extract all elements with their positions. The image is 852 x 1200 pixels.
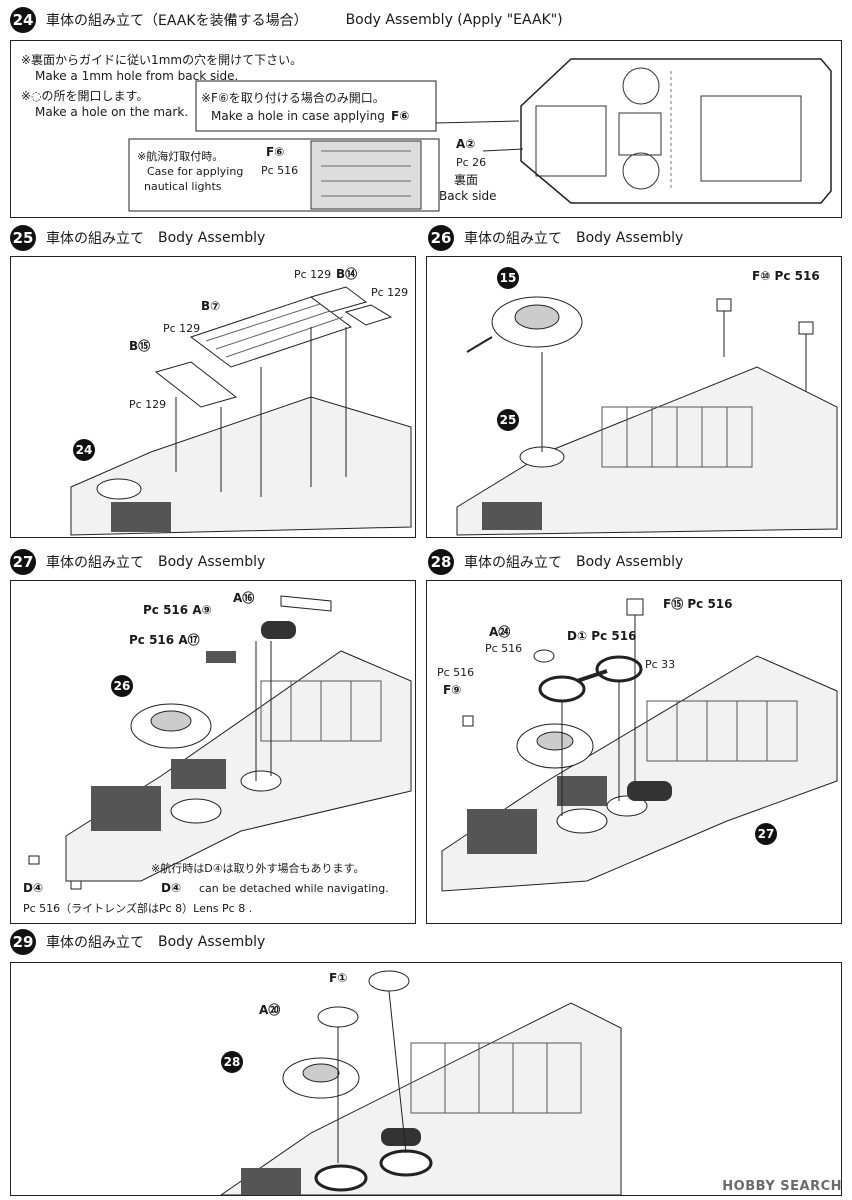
label-pc516-a17: Pc 516 A⑰ [129, 633, 200, 647]
ref-step-26: 26 [111, 675, 133, 697]
step-25-drawing [70, 286, 412, 536]
step-28-header: 28 車体の組み立て Body Assembly [428, 548, 683, 576]
step-29-drawing [220, 970, 622, 1195]
back-side-en: Back side [439, 189, 497, 203]
step-title-en: Body Assembly [576, 230, 684, 246]
step-title-en: Body Assembly [576, 554, 684, 570]
label-pc129-d: Pc 129 [129, 398, 167, 411]
ref-step-27: 27 [755, 823, 777, 845]
ref-step-25: 25 [497, 409, 519, 431]
step-title-jp: 車体の組み立て [46, 231, 144, 247]
note-1mm-jp: ※裏面からガイドに従い1mmの穴を開けて下さい。 [21, 53, 303, 67]
step-title-jp: 車体の組み立て [464, 231, 562, 247]
step-29-header: 29 車体の組み立て Body Assembly [10, 928, 265, 956]
step-title-jp: 車体の組み立て [464, 555, 562, 571]
step-27-header: 27 車体の組み立て Body Assembly [10, 548, 265, 576]
note-f6-en: Make a hole in case applying [211, 109, 385, 123]
part-f6-label: F⑥ [266, 145, 285, 159]
label-pc516-b: Pc 516 [437, 666, 475, 679]
label-pc129-b: Pc 129 [371, 286, 409, 299]
note-nautical-jp: ※航海灯取付時。 [137, 150, 224, 163]
note-mark-en: Make a hole on the mark. [35, 105, 189, 119]
step-27-panel: A⑯ Pc 516 A⑨ Pc 516 A⑰ 26 D④ ※航行時はD④は取り外… [10, 580, 416, 924]
step-title-en: Body Assembly (Apply "EAAK") [345, 12, 563, 28]
ref-step-28: 28 [221, 1051, 243, 1073]
step-title-jp: 車体の組み立て [46, 935, 144, 951]
label-b14: B⑭ [336, 267, 358, 281]
note-lens: Pc 516（ライトレンズ部はPc 8）Lens Pc 8 . [23, 902, 253, 915]
label-a24: A㉔ [489, 625, 511, 639]
step-number: 28 [428, 549, 454, 575]
step-title-jp: 車体の組み立て（EAAKを装備する場合） [46, 13, 308, 29]
note-d4-part: D④ [161, 881, 182, 895]
step-number: 25 [10, 225, 36, 251]
step-title-en: Body Assembly [158, 554, 266, 570]
note-d4-jp: ※航行時はD④は取り外す場合もあります。 [151, 862, 365, 875]
paint-26-label: Pc 26 [456, 156, 487, 169]
label-pc129-a: Pc 129 [294, 268, 332, 281]
paint-516-label: Pc 516 [261, 164, 299, 177]
note-f6-jp: ※F⑥を取り付ける場合のみ開口。 [201, 91, 385, 105]
step-24-drawing [128, 58, 832, 212]
step-27-drawing [28, 595, 412, 890]
note-d4-en: can be detached while navigating. [199, 882, 389, 895]
ref-step-15: 15 [497, 267, 519, 289]
note-nautical-en2: nautical lights [144, 180, 222, 193]
step-25-header: 25 車体の組み立て Body Assembly [10, 224, 265, 252]
label-f15-pc516: F⑮ Pc 516 [663, 597, 733, 611]
step-title-jp: 車体の組み立て [46, 555, 144, 571]
label-pc516-a9: Pc 516 A⑨ [143, 603, 212, 617]
step-25-panel: Pc 129 B⑭ Pc 129 B⑦ Pc 129 B⑮ Pc 129 24 [10, 256, 416, 538]
label-f10-pc516: F⑩ Pc 516 [752, 269, 820, 283]
label-pc129-c: Pc 129 [163, 322, 201, 335]
label-a16: A⑯ [233, 591, 255, 605]
step-28-drawing [441, 598, 838, 892]
step-title-en: Body Assembly [158, 230, 266, 246]
note-nautical-en1: Case for applying [147, 165, 244, 178]
watermark: HOBBY SEARCH [722, 1179, 842, 1194]
back-side-jp: 裏面 [454, 173, 479, 187]
step-number: 26 [428, 225, 454, 251]
step-28-panel: F⑮ Pc 516 A㉔ Pc 516 D① Pc 516 Pc 33 Pc 5… [426, 580, 842, 924]
note-1mm-en: Make a 1mm hole from back side. [35, 69, 239, 83]
label-f1: F① [329, 971, 348, 985]
step-26-header: 26 車体の組み立て Body Assembly [428, 224, 683, 252]
label-d1-pc516: D① Pc 516 [567, 629, 637, 643]
label-pc33: Pc 33 [645, 658, 676, 671]
step-number: 27 [10, 549, 36, 575]
label-d4: D④ [23, 881, 44, 895]
step-title-en: Body Assembly [158, 934, 266, 950]
step-26-drawing [456, 296, 838, 536]
ref-step-24: 24 [73, 439, 95, 461]
label-b15: B⑮ [129, 339, 151, 353]
step-24-panel: ※裏面からガイドに従い1mmの穴を開けて下さい。 Make a 1mm hole… [10, 40, 842, 218]
label-pc516-a: Pc 516 [485, 642, 523, 655]
step-number: 29 [10, 929, 36, 955]
step-number: 24 [10, 7, 36, 33]
step-24-header: 24 車体の組み立て（EAAKを装備する場合） Body Assembly (A… [10, 6, 563, 34]
label-f9: F⑨ [443, 683, 462, 697]
note-mark-jp: ※◌の所を開口します。 [21, 89, 149, 103]
note-f6-part: F⑥ [391, 109, 410, 123]
step-29-panel: F① A⑳ 28 [10, 962, 842, 1196]
label-a20: A⑳ [259, 1003, 281, 1017]
part-a2-label: A② [456, 137, 476, 151]
step-26-panel: F⑩ Pc 516 15 25 [426, 256, 842, 538]
label-b7: B⑦ [201, 299, 221, 313]
